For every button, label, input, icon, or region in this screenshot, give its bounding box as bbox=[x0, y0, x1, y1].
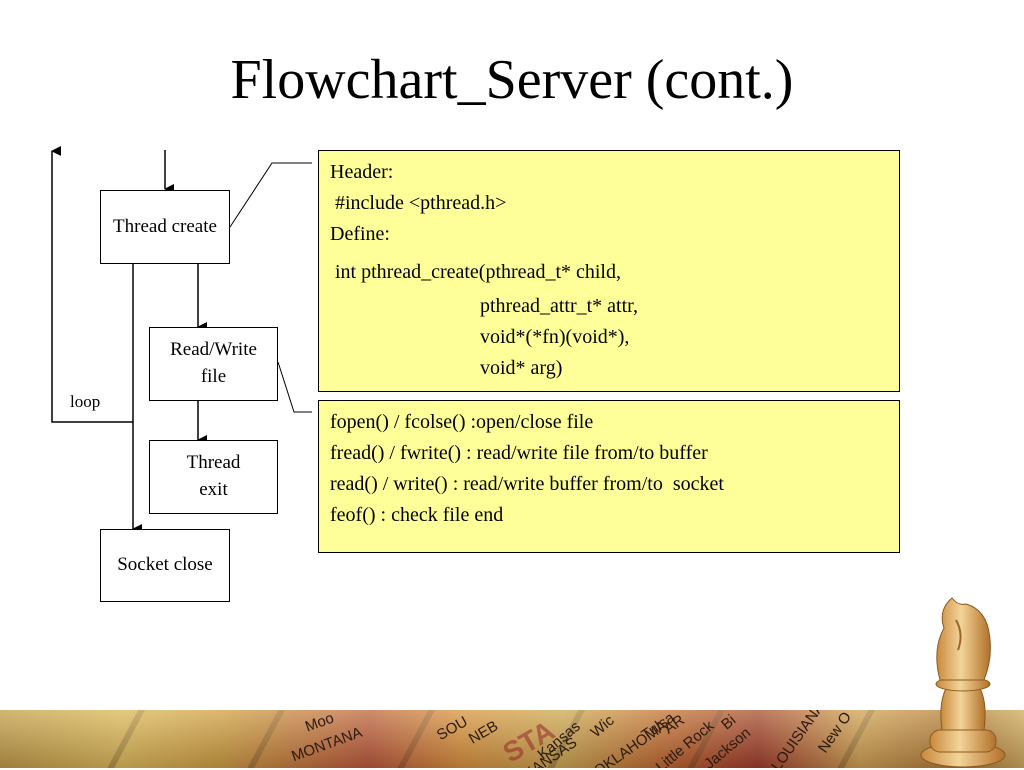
chess-knight-icon bbox=[920, 597, 1006, 768]
note-line: fopen() / fcolse() :open/close file bbox=[330, 411, 594, 433]
loop-line bbox=[51, 146, 133, 423]
loop-label: loop bbox=[70, 392, 101, 411]
file-io-note-box: fopen() / fcolse() :open/close file frea… bbox=[318, 400, 900, 553]
flowchart-connectors bbox=[51, 146, 312, 534]
note-line: void* arg) bbox=[330, 357, 563, 379]
note-line: void*(*fn)(void*), bbox=[330, 326, 630, 348]
note-line: Header: bbox=[330, 161, 394, 183]
read-write-file-box: Read/Write file bbox=[149, 327, 278, 401]
thread-exit-label: Thread exit bbox=[186, 452, 241, 500]
note-line: pthread_attr_t* attr, bbox=[330, 295, 639, 317]
decorative-map-strip: MONTANA Moo NEB SOU Kansas Wic STA Tulsa… bbox=[0, 710, 1024, 768]
thread-create-label: Thread create bbox=[113, 215, 217, 237]
note-line: int pthread_create(pthread_t* child, bbox=[330, 261, 621, 283]
note-line: fread() / fwrite() : read/write file fro… bbox=[330, 442, 708, 464]
thread-exit-box: Thread exit bbox=[149, 440, 278, 514]
thread-create-box: Thread create bbox=[100, 190, 230, 264]
socket-close-label: Socket close bbox=[117, 554, 213, 576]
note-line: #include <pthread.h> bbox=[330, 192, 507, 214]
callout-read-write bbox=[277, 361, 312, 413]
callout-thread-create bbox=[229, 162, 312, 228]
pthread-note-box: Header: #include <pthread.h> Define: int… bbox=[318, 150, 900, 392]
socket-close-box: Socket close bbox=[100, 529, 230, 602]
note-line: Define: bbox=[330, 223, 390, 245]
note-line: feof() : check file end bbox=[330, 504, 504, 526]
slide-title: Flowchart_Server (cont.) bbox=[230, 49, 794, 111]
note-line: read() / write() : read/write buffer fro… bbox=[330, 473, 724, 495]
read-write-file-label: Read/Write file bbox=[170, 339, 257, 387]
